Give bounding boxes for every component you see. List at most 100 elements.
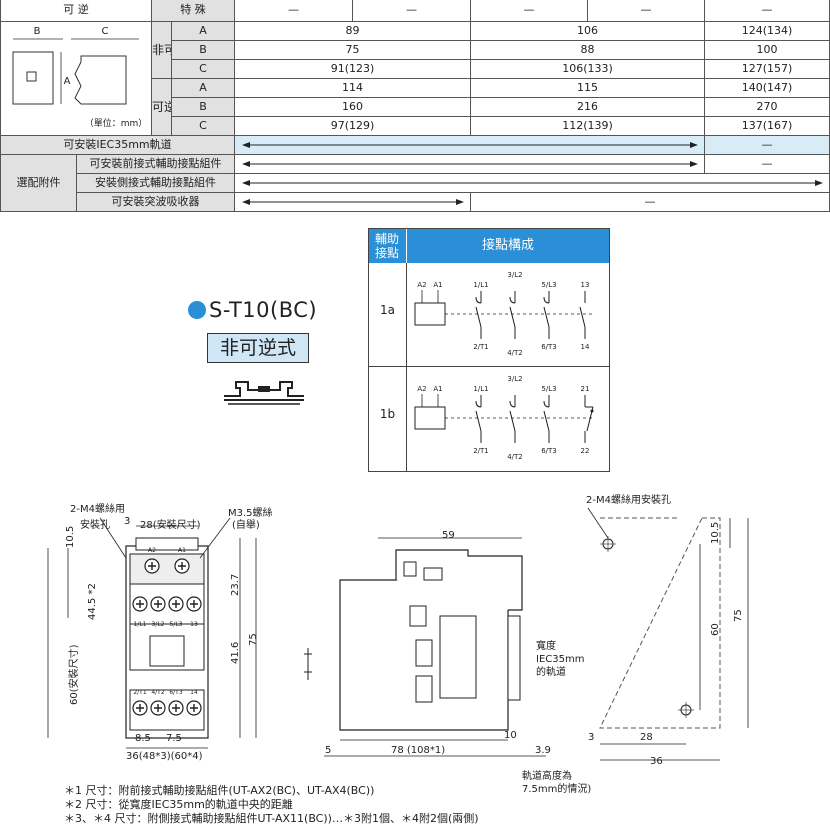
dim-3: 3 [124, 516, 131, 527]
rail-last: — [704, 134, 830, 155]
contact-blade [475, 410, 482, 432]
dim-c-label: C [102, 26, 109, 37]
option-group-label: 選配附件 [0, 153, 77, 212]
option-label: 可安裝突波吸收器 [76, 191, 235, 212]
bullet-icon [188, 301, 206, 319]
contact-terminal-label: 6/T3 [541, 343, 557, 351]
cell-value: 216 [470, 96, 705, 117]
mount-dim-28: 28 [640, 732, 653, 743]
coil-symbol [414, 302, 446, 326]
contact-terminal-label: 5/L3 [541, 281, 556, 289]
footnotes: ＊1 尺寸：附前接式輔助接點組件(UT-AX2(BC)、UT-AX4(BC)) … [64, 784, 479, 826]
mount-hole-label: 2-M4螺絲用安裝孔 [586, 495, 671, 506]
cell-value: 124(134) [704, 20, 830, 41]
label-hole: 2-M4螺絲用 [70, 504, 125, 515]
cell-value: 115 [470, 77, 705, 98]
cell-special-4: — [587, 0, 705, 22]
contact-terminal-label: 3/L2 [507, 375, 522, 383]
dim-60: 60(安裝尺寸) [69, 644, 80, 705]
dim-7-5: 7.5 [166, 733, 182, 744]
arc-symbol [475, 296, 482, 304]
mount-dim-75: 75 [733, 609, 744, 622]
cell-value: 97(129) [234, 115, 471, 136]
terminal-label: 6/T3 [169, 689, 183, 696]
cell-value: 114 [234, 77, 471, 98]
option-arrow-cell [234, 191, 471, 212]
rail-height-line: 7.5mm的情況) [522, 784, 592, 795]
row-label-reversible-top: 可 逆 [0, 0, 152, 22]
dim-a-label: A [64, 76, 71, 87]
row-letter: B [171, 39, 235, 60]
cell-value: 106(133) [470, 58, 705, 79]
screw-cross-icon [136, 704, 144, 712]
arc-symbol [543, 296, 550, 304]
screw-cross-icon [136, 600, 144, 608]
dim-44-5: 44.5 *2 [87, 583, 98, 620]
contact-dot [590, 409, 594, 413]
dim-3-9: 3.9 [535, 745, 551, 756]
row-letter: A [171, 77, 235, 98]
contact-blade [509, 410, 516, 432]
dim-5: 5 [325, 745, 332, 756]
screw-cross-icon [178, 562, 186, 570]
contact-blade [509, 306, 516, 328]
header-contact-config: 接點構成 [481, 238, 534, 253]
rail-arrow-cell [234, 134, 705, 155]
header-aux-contact: 輔助接點 [374, 232, 399, 260]
coil-terminal-label: A2 [417, 281, 426, 289]
rail-mount-icon [224, 381, 304, 405]
contact-terminal-label: 3/L2 [507, 271, 522, 279]
cell-value: 137(167) [704, 115, 830, 136]
coil-symbol [414, 406, 446, 430]
group-non-reversible: 非可逆 [151, 20, 172, 79]
contact-table-header: 輔助接點 接點構成 [369, 229, 609, 263]
label-screw: M3.5螺絲 [228, 508, 273, 519]
contact-terminal-label: 21 [581, 385, 590, 393]
cell-special-5: — [704, 0, 830, 22]
terminal-label: 3/L2 [152, 621, 165, 628]
screw-cross-icon [190, 600, 198, 608]
dim-78: 78 (108*1) [391, 745, 446, 756]
side-view-drawing [304, 537, 546, 757]
mount-dim-60: 60 [710, 623, 721, 636]
dim-8-5: 8.5 [135, 733, 151, 744]
row-letter: A [171, 20, 235, 41]
label-screw-2: (自舉) [232, 520, 260, 531]
mount-dim-3: 3 [588, 732, 595, 743]
cell-special-2: — [352, 0, 471, 22]
coil-terminal-label: A1 [433, 385, 442, 393]
cell-value: 112(139) [470, 115, 705, 136]
rail-text-line: 寬度 [536, 641, 556, 652]
option-label: 安裝側接式輔助接點組件 [76, 172, 235, 193]
terminal-label: A2 [148, 547, 156, 554]
cell-value: 270 [704, 96, 830, 117]
cell-value: 75 [234, 39, 471, 60]
cell-special-3: — [470, 0, 588, 22]
contact-terminal-label: 22 [581, 447, 590, 455]
screw-cross-icon [154, 704, 162, 712]
dim-28: 28(安裝尺寸) [140, 520, 201, 531]
dim-75: 75 [248, 633, 259, 646]
screw-cross-icon [172, 704, 180, 712]
contact-terminal-label: 6/T3 [541, 447, 557, 455]
row-letter: C [171, 115, 235, 136]
terminal-label: 1/L1 [134, 621, 147, 628]
arrow-icon [241, 195, 464, 208]
cell-value: 106 [470, 20, 705, 41]
arc-symbol [475, 400, 482, 408]
cell-value: 140(147) [704, 77, 830, 98]
contact-terminal-label: 2/T1 [473, 343, 489, 351]
arrow-icon [241, 138, 698, 151]
contact-terminal-label: 4/T2 [507, 349, 523, 357]
option-label: 可安裝前接式輔助接點組件 [76, 153, 235, 174]
product-heading: S-T10(BC) [188, 298, 317, 322]
option-arrow-cell [234, 153, 705, 174]
footnote: ＊1 尺寸：附前接式輔助接點組件(UT-AX2(BC)、UT-AX4(BC)) [64, 784, 375, 797]
spec-table: 可 逆 特 殊 — — — — — B C A （單位：mm） [0, 0, 830, 212]
terminal-label: A1 [178, 547, 186, 554]
rail-text: 寬度 IEC35mm 的軌道 [536, 640, 584, 679]
dim-59: 59 [442, 530, 455, 541]
dim-10: 10 [504, 730, 517, 741]
option-arrow-cell [234, 172, 830, 193]
